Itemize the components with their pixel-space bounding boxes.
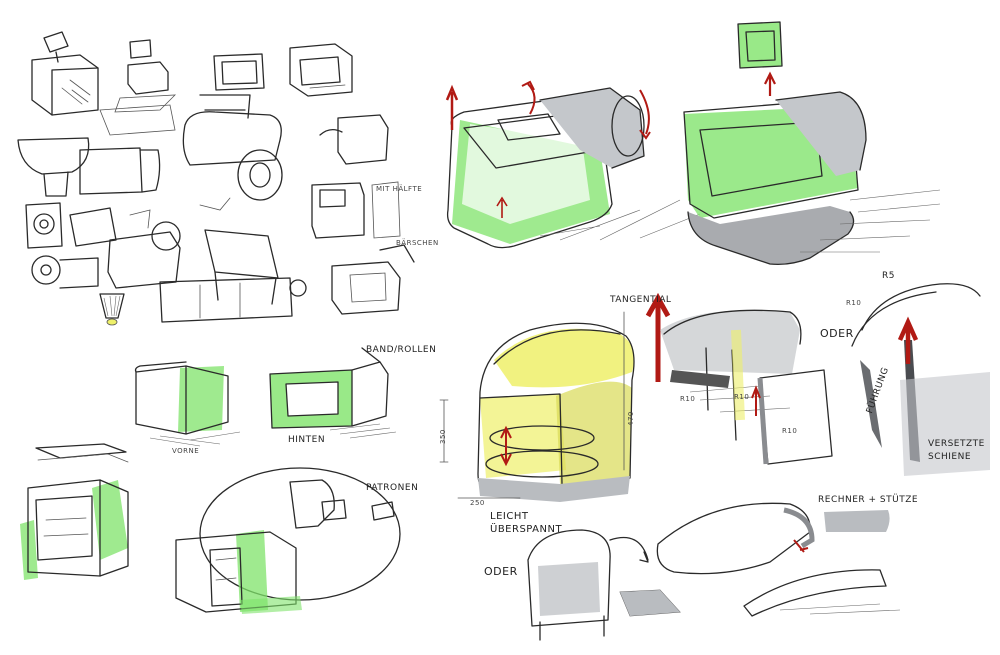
label-vorne: VORNE: [172, 447, 200, 455]
label-tiny-note-b: BÄRSCHEN: [396, 239, 439, 247]
sketch-section-right: [851, 283, 990, 476]
label-tangential: TANGENTIAL: [610, 295, 672, 305]
thumb-open-box: [331, 244, 415, 315]
thumb-kiosk-1: [31, 31, 99, 116]
thumbnail-studies: [17, 31, 415, 326]
sketch-yellow-unit: [439, 292, 671, 502]
thumb-cylinder-long: [159, 277, 307, 323]
sketch-chair-profile-gray: [660, 309, 802, 441]
sketch-tray-unit: [20, 443, 129, 580]
label-versetzte-schiene: VERSETZTE SCHIENE: [928, 439, 985, 462]
label-band-rollen: BAND/ROLLEN: [366, 345, 437, 355]
sketch-box-hinten: [269, 347, 397, 439]
sketch-keyboard-tray: [619, 502, 901, 617]
thumb-disc-stack: [31, 255, 99, 289]
sketch-patronen-detail: [175, 467, 401, 614]
sketch-green-unit-right: [683, 21, 941, 266]
label-rechner-stutze: RECHNER + STÜTZE: [818, 495, 919, 505]
label-r5: R5: [882, 271, 895, 281]
thumb-monitor: [213, 53, 265, 91]
label-r10-c: R10: [734, 393, 750, 401]
sketch-bottom-chair: [527, 529, 649, 641]
thumb-roller: [79, 147, 161, 195]
label-oder-top: ODER: [820, 327, 854, 340]
thumb-funnel: [99, 293, 125, 326]
thumb-printer-assembly: [99, 94, 283, 201]
thumb-box-right: [289, 43, 353, 97]
label-tiny-note-a: MIT HÄLFTE: [376, 185, 423, 193]
thumb-console: [311, 181, 401, 239]
label-hinten: HINTEN: [288, 435, 326, 445]
label-oder-bottom: ODER: [484, 565, 518, 578]
dim-250: 250: [470, 499, 485, 507]
thumb-tilted-screen: [69, 207, 151, 247]
label-r10-a: R10: [846, 299, 862, 307]
label-r10-d: R10: [782, 427, 798, 435]
thumb-kiosk-2: [114, 39, 177, 113]
dim-470: 470: [627, 411, 635, 426]
sketch-r10-panel: [751, 369, 833, 465]
label-leicht-uberspannt: LEICHT ÜBERSPANNT: [490, 511, 563, 535]
label-patronen: PATRONEN: [366, 483, 419, 493]
thumb-basin: [17, 137, 90, 197]
thumb-round-window: [25, 202, 63, 249]
label-r10-b: R10: [680, 395, 696, 403]
thumb-slot-box: [319, 114, 389, 165]
dim-350: 350: [439, 429, 447, 444]
sketch-box-vorne: [134, 361, 241, 447]
sketch-green-unit-left: [445, 80, 701, 249]
